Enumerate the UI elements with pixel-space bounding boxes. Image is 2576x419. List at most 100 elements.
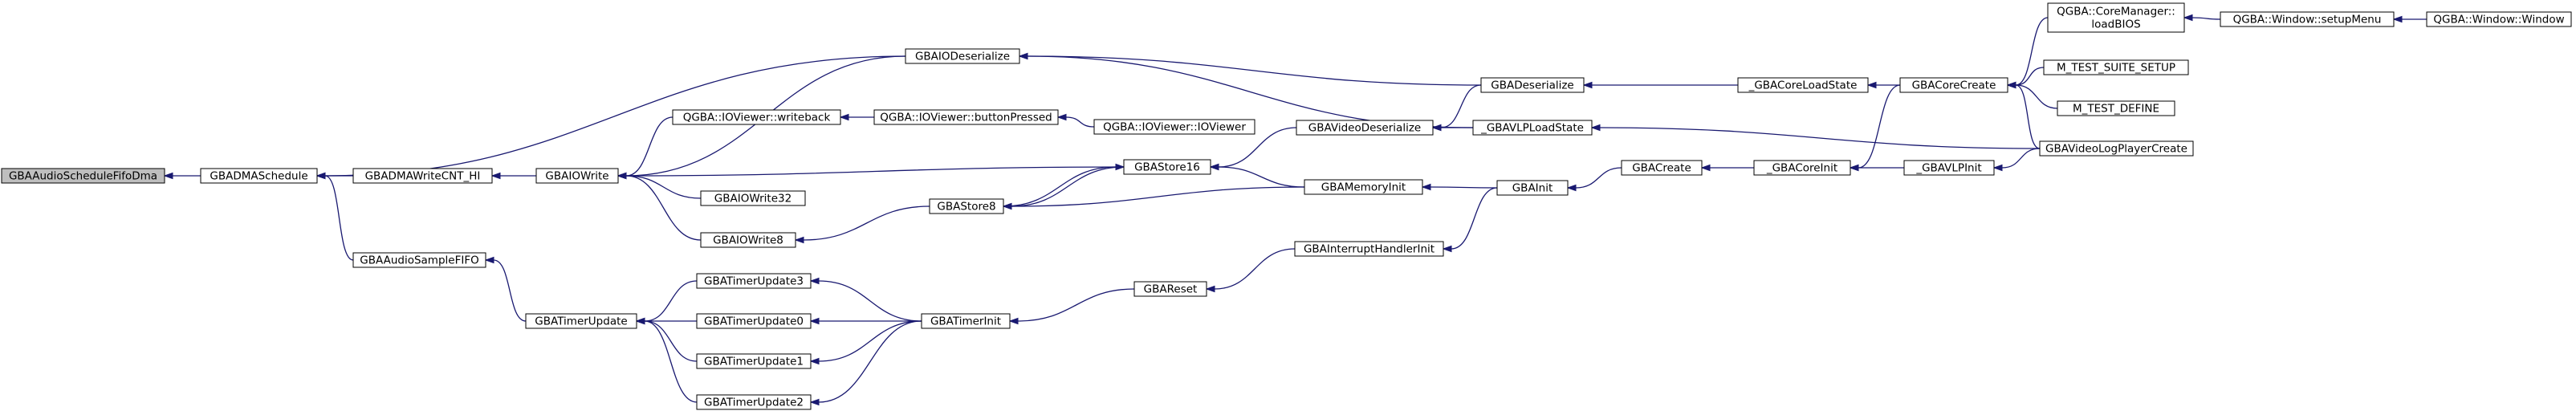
edge-line bbox=[1218, 127, 1297, 168]
edge-timerinit-to-timerupdate2 bbox=[809, 320, 922, 406]
node-deserialize[interactable]: GBADeserialize bbox=[1480, 77, 1585, 93]
node-corecreate[interactable]: GBACoreCreate bbox=[1899, 77, 2008, 93]
node-label: GBATimerUpdate0 bbox=[704, 315, 804, 328]
edge-line bbox=[1575, 167, 1622, 189]
edge-setupmenu-to-loadbios bbox=[2183, 14, 2221, 22]
node-dmaschedule[interactable]: GBADMASchedule bbox=[200, 168, 318, 184]
node-label: GBAAudioScheduleFifoDma bbox=[9, 170, 157, 183]
edge-timerupdate1-to-timerupdate bbox=[635, 317, 698, 362]
edge-iowrite8-to-iowrite bbox=[617, 172, 702, 241]
node-label: QGBA::Window::setupMenu bbox=[2233, 14, 2382, 26]
node-setupmenu[interactable]: QGBA::Window::setupMenu bbox=[2220, 11, 2395, 27]
node-box bbox=[1496, 180, 1569, 196]
edge-corecreate-to-corloadstate bbox=[1866, 81, 1900, 89]
edge-arrowhead bbox=[1205, 285, 1215, 293]
node-memoryinit[interactable]: GBAMemoryInit bbox=[1304, 179, 1423, 195]
node-timerupdate0[interactable]: GBATimerUpdate0 bbox=[696, 313, 812, 329]
node-iowrite32[interactable]: GBAIOWrite32 bbox=[700, 190, 806, 206]
node-box bbox=[2220, 11, 2395, 27]
node-label: GBATimerUpdate1 bbox=[704, 356, 804, 368]
edge-arrowhead bbox=[1566, 184, 1577, 192]
node-label: GBAInterruptHandlerInit bbox=[1304, 243, 1435, 256]
edge-line bbox=[1011, 186, 1305, 207]
node-ioviewer[interactable]: QGBA::IOViewer::IOViewer bbox=[1093, 119, 1255, 135]
node-box bbox=[1621, 160, 1703, 176]
node-iowrite8[interactable]: GBAIOWrite8 bbox=[700, 232, 796, 248]
node-box bbox=[535, 168, 619, 184]
node-root[interactable]: GBAAudioScheduleFifoDma bbox=[1, 168, 165, 184]
node-box bbox=[696, 273, 812, 289]
node-videologplayercreate[interactable]: GBAVideoLogPlayerCreate bbox=[2039, 140, 2194, 157]
node-box bbox=[873, 109, 1059, 125]
node-box bbox=[1472, 120, 1593, 136]
node-loadbios[interactable]: QGBA::CoreManager::loadBIOS bbox=[2047, 2, 2185, 33]
edge-arrowhead bbox=[1582, 81, 1593, 89]
node-vlpinit[interactable]: _GBAVLPInit bbox=[1903, 160, 1995, 176]
node-testsuitesetup[interactable]: M_TEST_SUITE_SETUP bbox=[2043, 59, 2189, 75]
node-timerinit[interactable]: GBATimerInit bbox=[921, 313, 1011, 329]
node-box bbox=[1093, 119, 1255, 135]
node-reset[interactable]: GBAReset bbox=[1133, 281, 1207, 297]
node-label: GBAMemoryInit bbox=[1321, 181, 1406, 194]
edge-arrowhead bbox=[2183, 14, 2193, 22]
edge-line bbox=[644, 280, 698, 322]
node-label: GBAIOWrite8 bbox=[713, 234, 783, 247]
node-dmawritecnt[interactable]: GBADMAWriteCNT_HI bbox=[352, 168, 493, 184]
edge-line bbox=[1011, 166, 1125, 207]
node-timerupdate2[interactable]: GBATimerUpdate2 bbox=[696, 394, 812, 410]
edge-line bbox=[818, 280, 922, 322]
edge-line bbox=[2015, 84, 2041, 149]
node-box bbox=[1294, 241, 1444, 257]
node-box bbox=[200, 168, 318, 184]
edge-arrowhead bbox=[1008, 317, 1019, 325]
node-iodeserialize[interactable]: GBAIODeserialize bbox=[905, 48, 1020, 64]
edge-line bbox=[1003, 166, 1117, 207]
edge-line bbox=[1218, 166, 1305, 188]
node-corloadstate[interactable]: _GBACoreLoadState bbox=[1737, 77, 1869, 93]
node-timerupdate1[interactable]: GBATimerUpdate1 bbox=[696, 353, 812, 369]
edge-arrowhead bbox=[1442, 245, 1452, 253]
node-store16[interactable]: GBAStore16 bbox=[1123, 159, 1211, 175]
edge-arrowhead bbox=[809, 357, 820, 365]
node-iowrite[interactable]: GBAIOWrite bbox=[535, 168, 619, 184]
node-buttonpressed[interactable]: QGBA::IOViewer::buttonPressed bbox=[873, 109, 1059, 125]
edge-line bbox=[625, 166, 1125, 177]
node-coreinit[interactable]: _GBACoreInit bbox=[1753, 160, 1851, 176]
node-videodeserialize[interactable]: GBAVideoDeserialize bbox=[1296, 120, 1434, 136]
edge-ioviewer-to-buttonpressed bbox=[1056, 113, 1095, 128]
edge-iowrite-to-dmawritecnt bbox=[490, 172, 537, 180]
edge-line bbox=[1027, 55, 1474, 128]
node-box bbox=[1296, 120, 1434, 136]
node-interrupthandlerinit[interactable]: GBAInterruptHandlerInit bbox=[1294, 241, 1444, 257]
node-gbainit[interactable]: GBAInit bbox=[1496, 180, 1569, 196]
edge-window-to-setupmenu bbox=[2392, 15, 2427, 23]
node-timerupdate[interactable]: GBATimerUpdate bbox=[525, 313, 637, 329]
edge-line bbox=[1858, 84, 1901, 169]
edge-line bbox=[644, 320, 698, 362]
edge-arrowhead bbox=[1209, 163, 1219, 171]
node-testdefine[interactable]: M_TEST_DEFINE bbox=[2057, 100, 2175, 116]
edge-videologplayercreate-to-vlploadstate bbox=[1590, 124, 2041, 149]
node-ioviewer-writeback[interactable]: QGBA::IOViewer::writeback bbox=[672, 109, 841, 125]
edge-timerinit-to-timerupdate0 bbox=[809, 317, 922, 325]
node-label: GBAIOWrite bbox=[545, 170, 608, 183]
node-gbacreate[interactable]: GBACreate bbox=[1621, 160, 1703, 176]
node-label: _GBAVLPLoadState bbox=[1480, 122, 1584, 135]
edge-gbacreate-to-gbainit bbox=[1566, 167, 1622, 192]
edge-arrowhead bbox=[2392, 15, 2403, 23]
node-label: GBAStore8 bbox=[937, 201, 995, 214]
node-box bbox=[1899, 77, 2008, 93]
edge-vlploadstate-to-iodeserialize bbox=[1018, 52, 1474, 128]
node-timerupdate3[interactable]: GBATimerUpdate3 bbox=[696, 273, 812, 289]
node-store8[interactable]: GBAStore8 bbox=[929, 198, 1004, 214]
node-box bbox=[2426, 11, 2572, 27]
node-vlploadstate[interactable]: _GBAVLPLoadState bbox=[1472, 120, 1593, 136]
node-box bbox=[905, 48, 1020, 64]
node-window[interactable]: QGBA::Window::Window bbox=[2426, 11, 2572, 27]
node-box bbox=[700, 190, 806, 206]
edge-buttonpressed-to-ioviewer-writeback bbox=[839, 113, 874, 121]
edge-videologplayercreate-to-corecreate bbox=[2006, 81, 2041, 149]
edge-line bbox=[1440, 84, 1482, 128]
node-audiosamplefifo[interactable]: GBAAudioSampleFIFO bbox=[352, 252, 486, 268]
node-box bbox=[696, 353, 812, 369]
